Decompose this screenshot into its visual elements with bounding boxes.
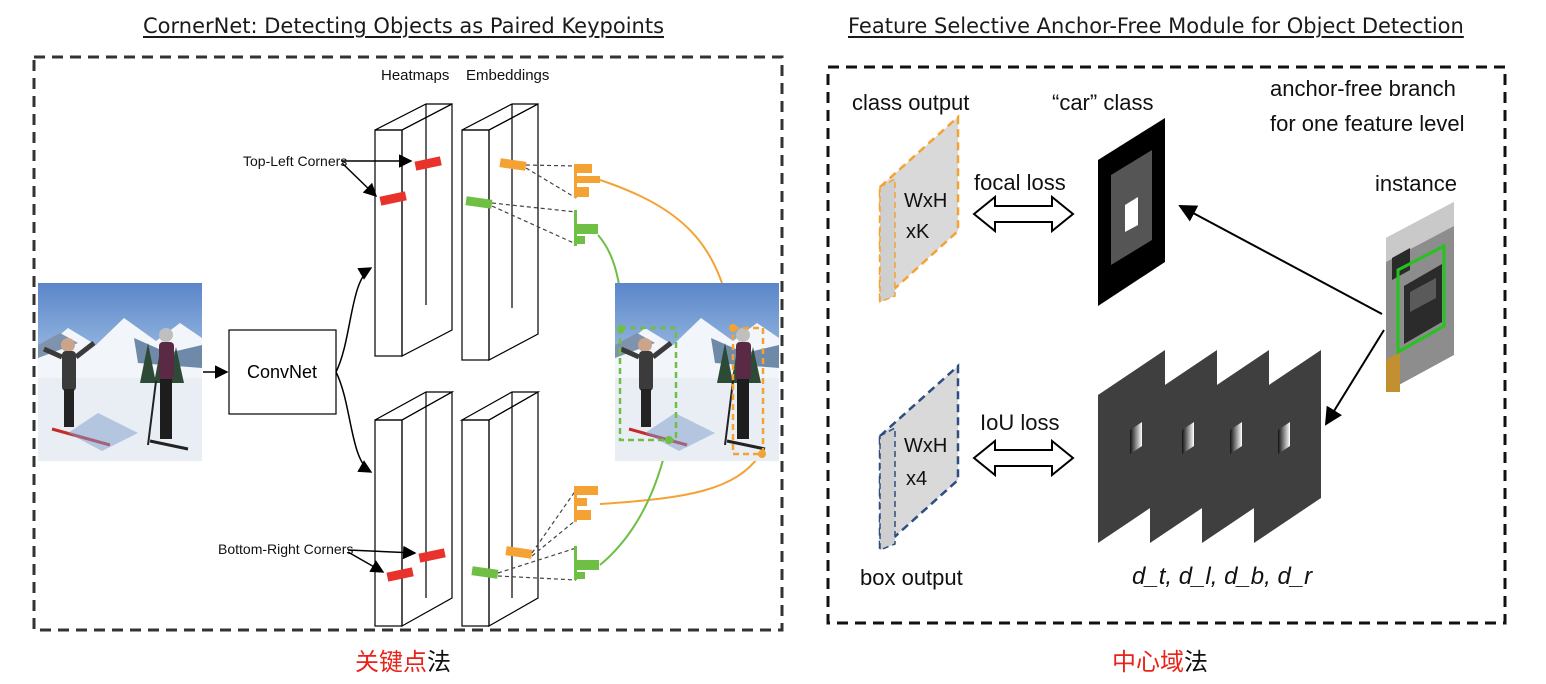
orange-detection-box [731, 326, 765, 456]
bottom-right-pointer-1 [347, 545, 417, 560]
green-bracket-top [574, 210, 598, 246]
arrow-convnet-to-bottom [335, 371, 373, 473]
embeddings-header: Embeddings [466, 67, 549, 84]
instance-image [1386, 202, 1454, 392]
green-detection-box [618, 326, 678, 442]
class-map-dim-line2: xK [906, 221, 930, 243]
bottom-right-heat-mark-1 [418, 548, 446, 563]
box-output-label: box output [860, 565, 963, 590]
top-embeddings-box [461, 103, 539, 361]
cornernet-frame [32, 55, 784, 632]
orange-corner-dot-tl [729, 324, 737, 332]
arrow-convnet-to-top [335, 267, 373, 373]
instance-to-class-arrow [1178, 205, 1383, 315]
box-output-map [878, 363, 960, 553]
green-corner-dot-tl [617, 325, 625, 333]
instance-label: instance [1375, 171, 1457, 196]
box-output-map-depth [879, 426, 896, 552]
instance-to-box-arrow [1324, 329, 1385, 426]
green-corner-dot-br [665, 436, 673, 444]
embedding-projection-lines [491, 164, 577, 581]
top-left-label: Top-Left Corners [243, 153, 347, 169]
class-map-dim-line1: WxH [904, 190, 947, 212]
top-left-heat-mark-2 [379, 191, 407, 206]
orange-corner-dot-br [758, 450, 766, 458]
top-left-pointer-2 [341, 162, 378, 198]
fsaf-frame [826, 65, 1507, 625]
convnet-label: ConvNet [247, 362, 317, 382]
top-green-embedding [465, 196, 493, 209]
top-orange-embedding [499, 158, 527, 171]
orange-bracket-bottom [574, 486, 598, 522]
cornernet-title: CornerNet: Detecting Objects as Paired K… [143, 14, 665, 38]
center-region-caption: 中心域法 [1112, 642, 1208, 677]
orange-bracket-top [574, 164, 600, 198]
box-map-dim-line2: x4 [906, 468, 927, 490]
output-image [615, 283, 779, 461]
bottom-right-label: Bottom-Right Corners [218, 541, 353, 557]
center-region-caption-highlight: 中心域 [1112, 648, 1184, 676]
bottom-orange-embedding [505, 546, 533, 559]
class-output-label: class output [852, 90, 969, 115]
bottom-embeddings-box [459, 390, 541, 628]
bottom-right-pointer-2 [347, 551, 385, 573]
green-bracket-bottom [574, 546, 599, 580]
class-output-map [878, 114, 960, 305]
focal-loss-label: focal loss [974, 170, 1066, 195]
keypoint-caption: 关键点法 [355, 642, 451, 677]
iou-loss-arrow [972, 438, 1075, 478]
center-region-caption-tail: 法 [1184, 648, 1208, 676]
bottom-heatmap-box [374, 390, 455, 628]
top-heatmap-box [374, 103, 453, 357]
branch-label-line1: anchor-free branch [1270, 76, 1456, 101]
fsaf-title: Feature Selective Anchor-Free Module for… [848, 14, 1464, 38]
input-image [38, 283, 202, 461]
keypoint-caption-highlight: 关键点 [355, 648, 427, 676]
bottom-right-heat-mark-2 [386, 567, 414, 582]
box-target-maps [1098, 350, 1321, 543]
heatmaps-header: Heatmaps [381, 67, 449, 84]
iou-loss-label: IoU loss [980, 410, 1059, 435]
bottom-green-embedding [471, 566, 499, 579]
focal-loss-arrow [972, 194, 1075, 234]
branch-label-line2: for one feature level [1270, 111, 1464, 136]
distance-labels: d_t, d_l, d_b, d_r [1132, 563, 1313, 590]
class-output-map-depth [879, 177, 896, 304]
orange-group-curve-bottom [599, 454, 761, 505]
box-map-dim-line1: WxH [904, 435, 947, 457]
keypoint-caption-tail: 法 [427, 648, 451, 676]
top-left-heat-mark-1 [414, 156, 442, 171]
car-class-positive-region [1125, 197, 1138, 232]
car-class-label: “car” class [1052, 90, 1153, 115]
